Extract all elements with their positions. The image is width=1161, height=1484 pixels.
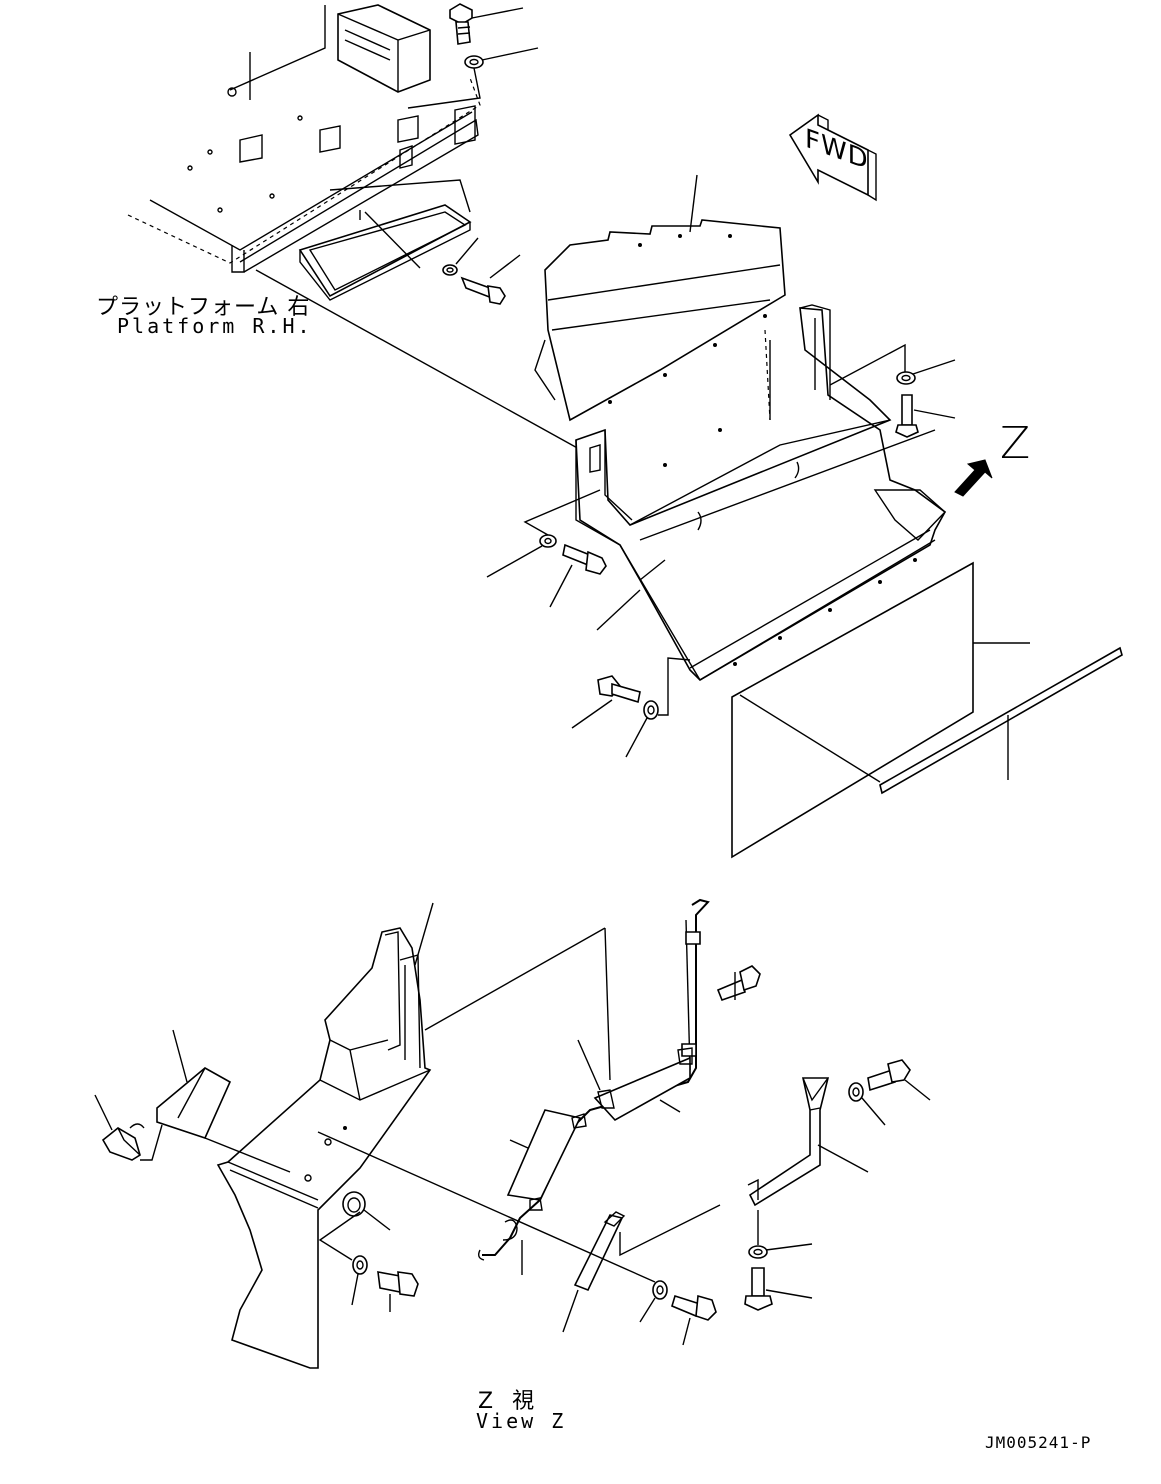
- retainer-bar: [879, 646, 1123, 795]
- view-z-washer-2: [639, 1280, 668, 1323]
- platform-bolt-1: [449, 3, 524, 45]
- step-tray: [298, 179, 472, 301]
- tray-washer: [442, 237, 479, 276]
- grommet: [342, 1191, 391, 1231]
- lower-bolt: [571, 675, 641, 729]
- side-bolt-right: [895, 394, 956, 438]
- reflector-plate: [506, 1109, 587, 1211]
- lower-washer: [625, 657, 691, 758]
- view-z-housing: [216, 902, 611, 1369]
- upper-cover-panel: [534, 174, 786, 422]
- side-washer-left: [486, 489, 601, 578]
- side-bolt-left: [549, 543, 607, 608]
- tray-bolt: [460, 254, 521, 305]
- view-z-bolt-3: [671, 1294, 717, 1346]
- side-panel-z: [156, 1029, 232, 1139]
- view-z-bolt-1: [377, 1271, 419, 1312]
- mounting-strip: [562, 1204, 721, 1333]
- side-bracket-z: [747, 1077, 869, 1207]
- drawing-code: JM005241-P: [985, 1433, 1092, 1452]
- platform-rh-assembly: [127, 4, 481, 273]
- view-z-washer-4: [748, 1210, 813, 1259]
- lamp-cover: [577, 1039, 693, 1122]
- view-z-washer-3: [848, 1082, 886, 1126]
- platform-washer-1: [407, 47, 539, 109]
- view-z-washer-1: [318, 1211, 368, 1306]
- view-z-marker: Z: [1000, 418, 1031, 469]
- view-z-caption-jp: Z 視: [478, 1389, 541, 1414]
- view-z-arrow: [954, 459, 993, 497]
- platform-rh-label-en: Platform R.H.: [117, 314, 313, 338]
- view-z-bolt-4: [867, 1059, 931, 1101]
- platform-rh-label-jp: プラットフォーム 右: [96, 295, 311, 320]
- fwd-arrow: [788, 113, 877, 202]
- view-z-bolt-2: [716, 965, 761, 1002]
- rubber-flap: [731, 561, 1030, 859]
- main-guard-housing: [575, 304, 947, 682]
- side-washer-right: [829, 343, 956, 386]
- view-z-caption-en: View Z: [476, 1409, 567, 1433]
- view-z-bolt-5: [744, 1267, 813, 1311]
- lamp-assembly: [94, 1094, 291, 1173]
